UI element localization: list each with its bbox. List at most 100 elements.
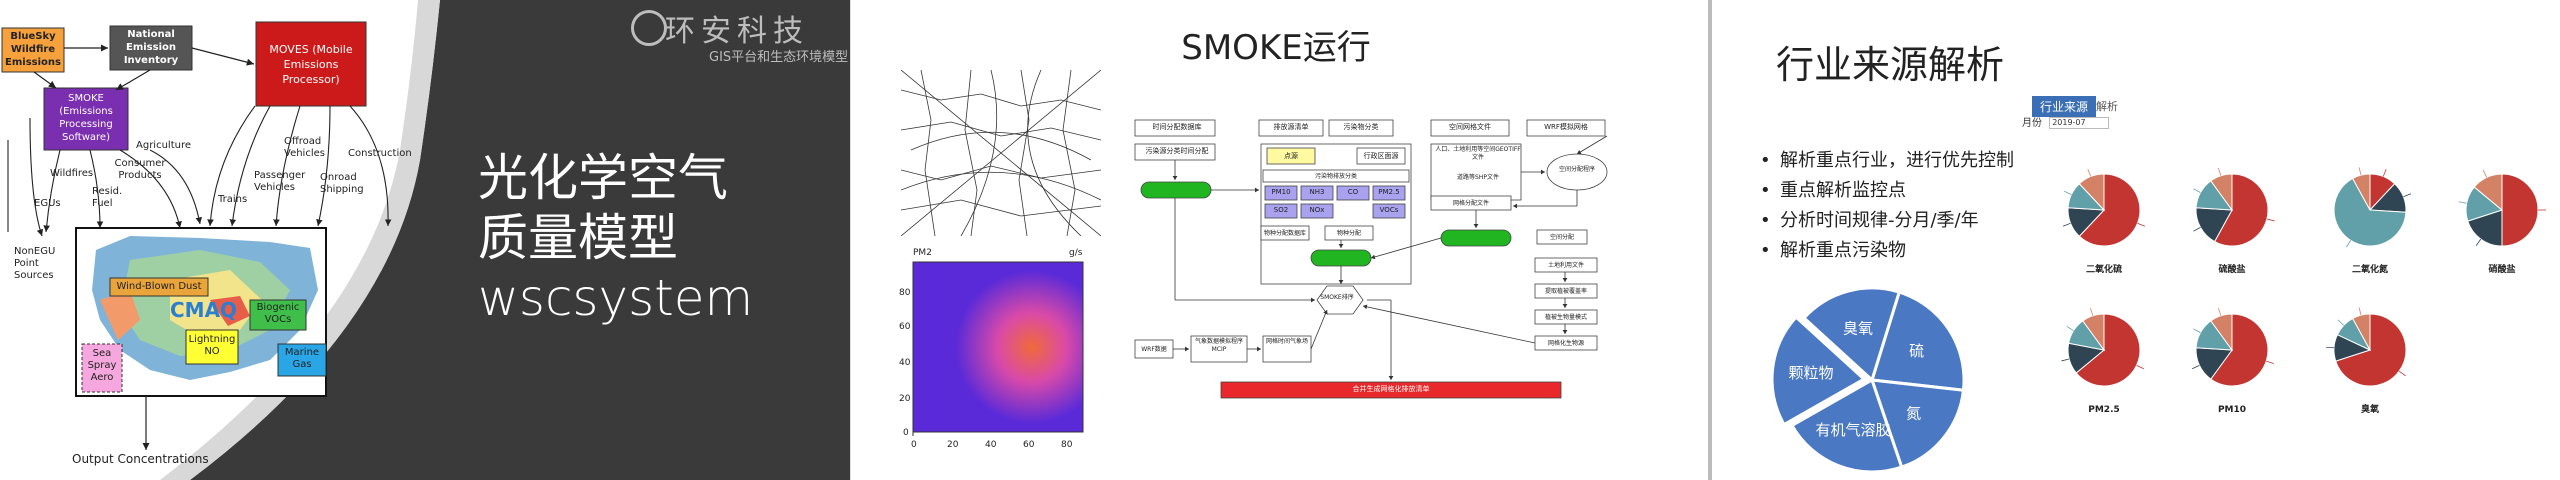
- tab-source-analysis-suffix: 解析: [2096, 100, 2118, 113]
- bluesky-box-label: BlueSky Wildfire Emissions: [5, 31, 61, 68]
- label-consumer-products: Consumer Products: [114, 158, 166, 181]
- bullet-item: 重点解析监控点: [1760, 180, 2040, 202]
- national-box-label: National Emission Inventory: [123, 29, 179, 66]
- map-lightning-no: Lightning NO: [188, 334, 236, 357]
- slide2-title: SMOKE运行: [1181, 28, 1371, 68]
- map-marine-gas: Marine Gas: [284, 347, 320, 370]
- small-pie-leader: [2358, 167, 2362, 176]
- big-pie-slice-label: 臭氧: [1843, 320, 1873, 338]
- flow-box-label: 网格分配文件: [1452, 200, 1489, 207]
- label-agriculture: Agriculture: [136, 140, 191, 151]
- label-egus: EGUs: [34, 198, 61, 209]
- big-pie-slice: [1870, 290, 1966, 392]
- small-pie-leader: [2192, 364, 2200, 370]
- small-pie-leader: [2346, 240, 2352, 248]
- flow-box-label: 提取植被覆盖率: [1544, 288, 1587, 295]
- title-line-2: 质量模型: [478, 209, 678, 267]
- small-pie-slice: [2501, 173, 2539, 247]
- small-pie-slice: [2195, 207, 2233, 243]
- flow-box-label: 污染源分类时间分配: [1145, 147, 1209, 155]
- map-sea-spray: Sea Spray Aero: [87, 348, 117, 383]
- title-line-3: wscsystem: [478, 269, 754, 327]
- smoke-flowchart: [1134, 119, 1608, 399]
- flow-box-label: SO2: [1273, 206, 1289, 214]
- small-pie-leader: [2218, 168, 2222, 176]
- pm-heatmap: [912, 261, 1084, 436]
- small-pie-leader: [2266, 218, 2275, 222]
- big-pie-slice: [1801, 286, 1902, 383]
- moves-box-label: MOVES (Mobile Emissions Processor): [269, 43, 353, 86]
- flow-box-label: 空间分配: [1549, 234, 1574, 241]
- big-pie-slice: [1789, 377, 1904, 474]
- small-pie-leader: [2218, 308, 2222, 316]
- flow-box-label: 植被生物量模式: [1544, 314, 1587, 321]
- tab-source-analysis[interactable]: 行业来源: [2032, 96, 2097, 117]
- small-pie-slice: [2467, 209, 2503, 247]
- small-pie-title: PM10: [2218, 405, 2246, 415]
- small-pie-title: 二氧化硫: [2086, 263, 2122, 275]
- month-select[interactable]: 2019-07: [2049, 117, 2110, 129]
- small-pie-leader: [2062, 222, 2071, 227]
- label-nonegu: NonEGU Point Sources: [14, 246, 56, 281]
- flow-box-label: 网格化生物源: [1547, 340, 1584, 347]
- small-pie-slice: [2210, 313, 2233, 352]
- label-onroad-shipping: Onroad Shipping: [320, 172, 364, 195]
- flow-box-label: 土地利用文件: [1547, 262, 1584, 269]
- flow-box-label: WRF数据: [1141, 346, 1167, 353]
- logo-subtitle: GIS平台和生态环境模型: [709, 50, 849, 65]
- label-wildfires: Wildfires: [50, 168, 94, 179]
- small-pie-leader: [2382, 168, 2387, 177]
- small-pie-slice: [2351, 313, 2371, 351]
- flow-box-label: 气象数据模拟程序MCIP: [1194, 338, 1243, 353]
- label-resid-fuel: Resid. Fuel: [92, 186, 123, 209]
- flow-box-label: NOx: [1309, 206, 1325, 214]
- small-pie-leader: [2458, 201, 2467, 204]
- small-pie-leader: [2398, 370, 2406, 377]
- bullet-item: 分析时间规律-分月/季/年: [1760, 210, 2040, 232]
- small-pie-leader: [2482, 170, 2488, 178]
- heatmap-y-tick: 20: [899, 394, 911, 404]
- small-pie-leader: [2064, 190, 2072, 196]
- flow-box-label: PM2.5: [1378, 188, 1400, 196]
- small-pie-slice: [2351, 173, 2371, 211]
- flow-box-label: 行政区面源: [1363, 152, 1399, 160]
- slide-source-analysis: 行业来源解析 解析重点行业，进行优先控制 重点解析监控点 分析时间规律-分月/季…: [1708, 0, 2560, 480]
- heatmap-x-tick: 80: [1061, 440, 1073, 450]
- heatmap-x-tick: 60: [1023, 440, 1035, 450]
- map-cmaq-label: CMAQ: [170, 298, 238, 322]
- small-pie-leader: [2193, 328, 2201, 334]
- small-pie-title: 臭氧: [2361, 403, 2379, 415]
- flow-box-label: SMOKE排序: [1320, 294, 1354, 301]
- small-pie-leader: [2087, 168, 2092, 177]
- small-pie-leader: [2090, 308, 2094, 316]
- small-pie-slice: [2075, 313, 2141, 387]
- slide3-title: 行业来源解析: [1776, 43, 2005, 87]
- small-pie-leader: [2066, 326, 2074, 332]
- label-passenger-vehicles: Passenger Vehicles: [254, 170, 306, 193]
- slide-cmaq-overview: BlueSky Wildfire Emissions National Emis…: [0, 0, 850, 480]
- company-logo: 环安科技 GIS平台和生态环境模型: [631, 6, 849, 65]
- smoke-box-label: SMOKE (Emissions Processing Software): [59, 93, 113, 143]
- small-pie-leader: [2358, 307, 2362, 316]
- flow-box-label: 空间分配程序: [1558, 166, 1595, 173]
- flow-red-bar-label: 合并生成网格化排放清单: [1352, 385, 1430, 393]
- road-network-map: [901, 70, 1101, 236]
- heatmap-label-left: PM2: [913, 248, 932, 258]
- small-pie-leader: [2136, 364, 2144, 370]
- small-pie-slice: [2078, 173, 2141, 247]
- flow-box-label: 污染物排放分类: [1314, 173, 1357, 180]
- flow-box-label: 时间分配数据库: [1152, 123, 1202, 131]
- slide1-title: 光化学空气 质量模型 wscsystem: [478, 148, 753, 328]
- label-construction: Construction: [348, 148, 412, 159]
- flow-box-label: 人口、土地利用等空间GEOTIFF文件: [1435, 146, 1521, 161]
- flow-box-label: PM10: [1271, 188, 1291, 196]
- small-pie-title: 硫酸盐: [2218, 263, 2245, 275]
- small-pie-slice: [2213, 173, 2269, 247]
- small-pie-title: PM2.5: [2088, 405, 2120, 415]
- small-pie-leader: [2475, 238, 2482, 246]
- flow-box-label: CO: [1347, 188, 1359, 196]
- bullet-item: 解析重点污染物: [1760, 240, 2040, 262]
- big-pie-slice: [1772, 314, 1867, 427]
- heatmap-y-tick: 80: [899, 288, 911, 298]
